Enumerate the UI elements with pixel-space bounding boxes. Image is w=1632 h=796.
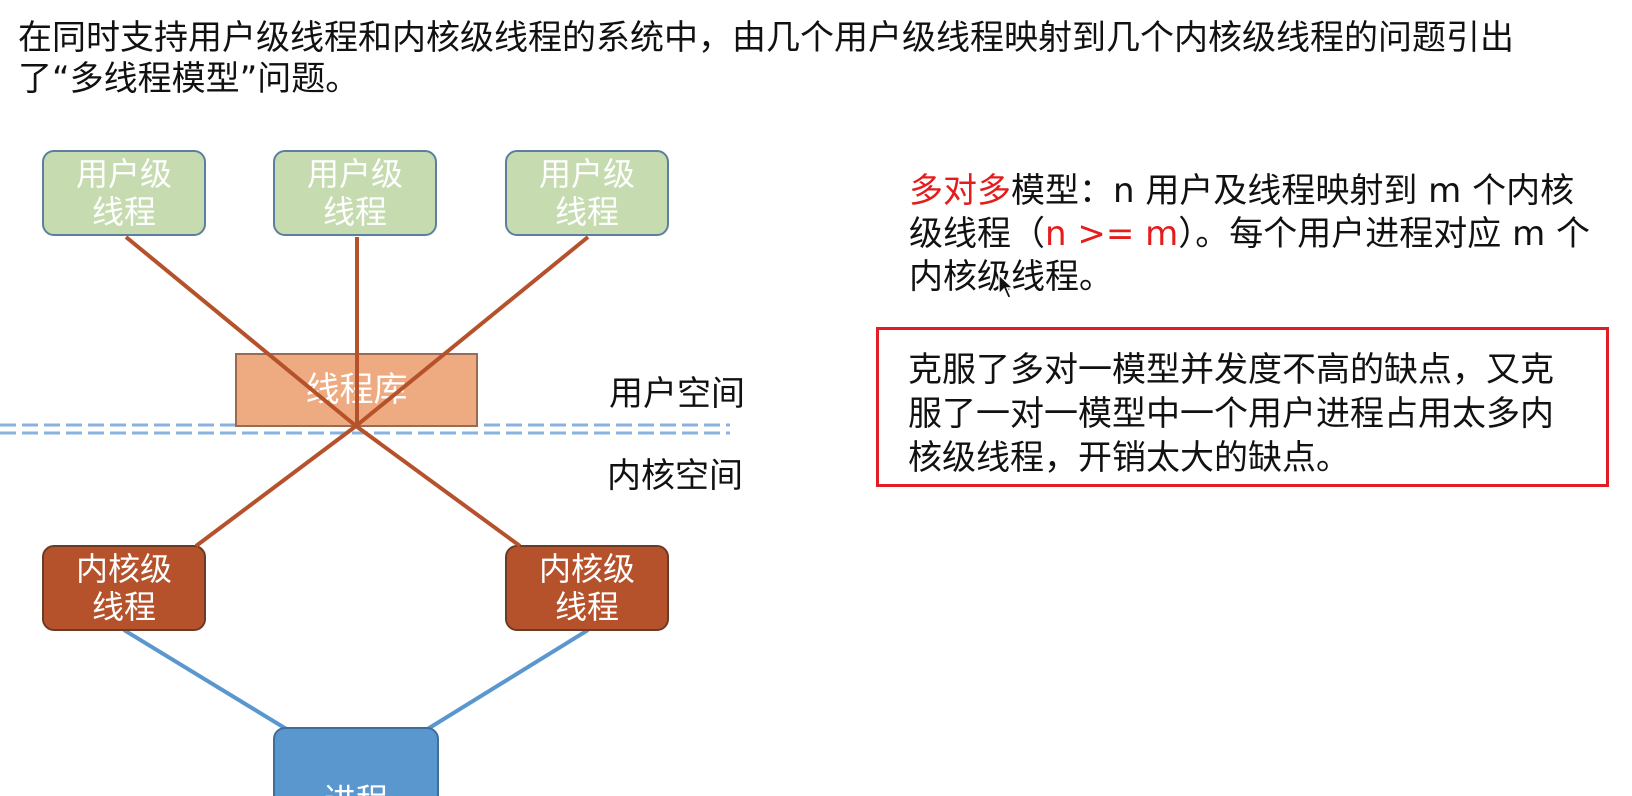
process-line-left [122,628,290,732]
description-part-1: 模型：n 用户及线程映射到 m 个内核级线程（ [909,171,1575,254]
process-line-right [424,628,590,732]
user-space-label: 用户空间 [609,374,745,414]
description-part-2: ）。每个用户进程对应 m 个内核级线程。 [909,214,1591,297]
user-thread-node: 用户级 线程 [273,150,437,236]
advantage-note-text: 克服了多对一模型并发度不高的缺点，又克服了一对一模型中一个用户进程占用太多内核级… [908,350,1554,478]
mouse-pointer-icon [998,274,1014,299]
model-description: 多对多模型：n 用户及线程映射到 m 个内核级线程（n >= m）。每个用户进程… [909,170,1599,299]
process-node: 进程 [273,727,439,796]
intro-paragraph: 在同时支持用户级线程和内核级线程的系统中，由几个用户级线程映射到几个内核级线程的… [18,18,1514,99]
user-thread-node: 用户级 线程 [42,150,206,236]
model-name: 多对多 [909,171,1011,211]
thread-library-node: 线程库 [235,353,478,427]
user-thread-node: 用户级 线程 [505,150,669,236]
advantage-note-box: 克服了多对一模型并发度不高的缺点，又克服了一对一模型中一个用户进程占用太多内核级… [876,327,1609,487]
kernel-thread-node: 内核级 线程 [505,545,669,631]
kernel-thread-node: 内核级 线程 [42,545,206,631]
kernel-space-label: 内核空间 [607,456,743,496]
model-condition: n >= m [1045,214,1179,254]
